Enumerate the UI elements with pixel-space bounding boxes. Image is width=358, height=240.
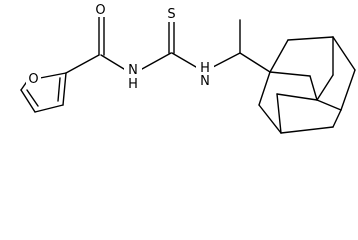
- bond-adamantane-10: [258, 71, 271, 106]
- bond-carbonyl-amide-n: [100, 54, 125, 70]
- bond-adamantane-8: [269, 71, 311, 77]
- thiourea-nitrogen-label: N: [200, 74, 210, 89]
- bond-adamantane-13: [332, 109, 342, 128]
- bond-furan-c3-c4: [34, 104, 64, 113]
- bond-adamantane-11: [258, 104, 282, 134]
- chemical-structure-diagram: O O N H S H N: [20, 0, 356, 134]
- bond-adamantane-7: [316, 74, 334, 101]
- furan-oxygen-label: O: [28, 72, 38, 87]
- bond-amide-n-thiourea-c: [141, 52, 172, 70]
- bond-furan-o-c2: [39, 72, 67, 79]
- bond-adamantane-5: [316, 99, 342, 111]
- bond-adamantane-4: [340, 69, 356, 111]
- bond-adamantane-12: [280, 126, 334, 134]
- atom-labels: O O N H S H N: [26, 0, 214, 92]
- bond-adamantane-14: [276, 93, 282, 134]
- bond-furan-c2-c3-inner: [57, 77, 61, 102]
- bond-lines: [20, 16, 356, 134]
- bond-furan-c4-c5: [20, 89, 36, 113]
- bond-thiourea-c-n: [171, 52, 197, 68]
- bond-adamantane-15: [276, 93, 318, 101]
- thiourea-hydrogen-label: H: [200, 61, 210, 76]
- thiocarbonyl-sulfur-label: S: [167, 7, 175, 22]
- bond-methine-adamantane: [239, 52, 271, 73]
- carbonyl-oxygen-label: O: [95, 3, 105, 18]
- amide-hydrogen-label: H: [128, 77, 138, 92]
- bond-furan-c2-c3: [62, 72, 67, 106]
- bond-adamantane-1: [269, 39, 289, 73]
- amide-nitrogen-label: N: [128, 63, 138, 78]
- bond-n-methine: [212, 52, 241, 68]
- bond-adamantane-2: [287, 36, 334, 41]
- bond-adamantane-3: [332, 36, 356, 71]
- bond-furan-c4-c5-inner: [26, 89, 39, 107]
- bond-furan-carbonyl: [65, 54, 100, 74]
- bond-adamantane-9: [309, 75, 318, 101]
